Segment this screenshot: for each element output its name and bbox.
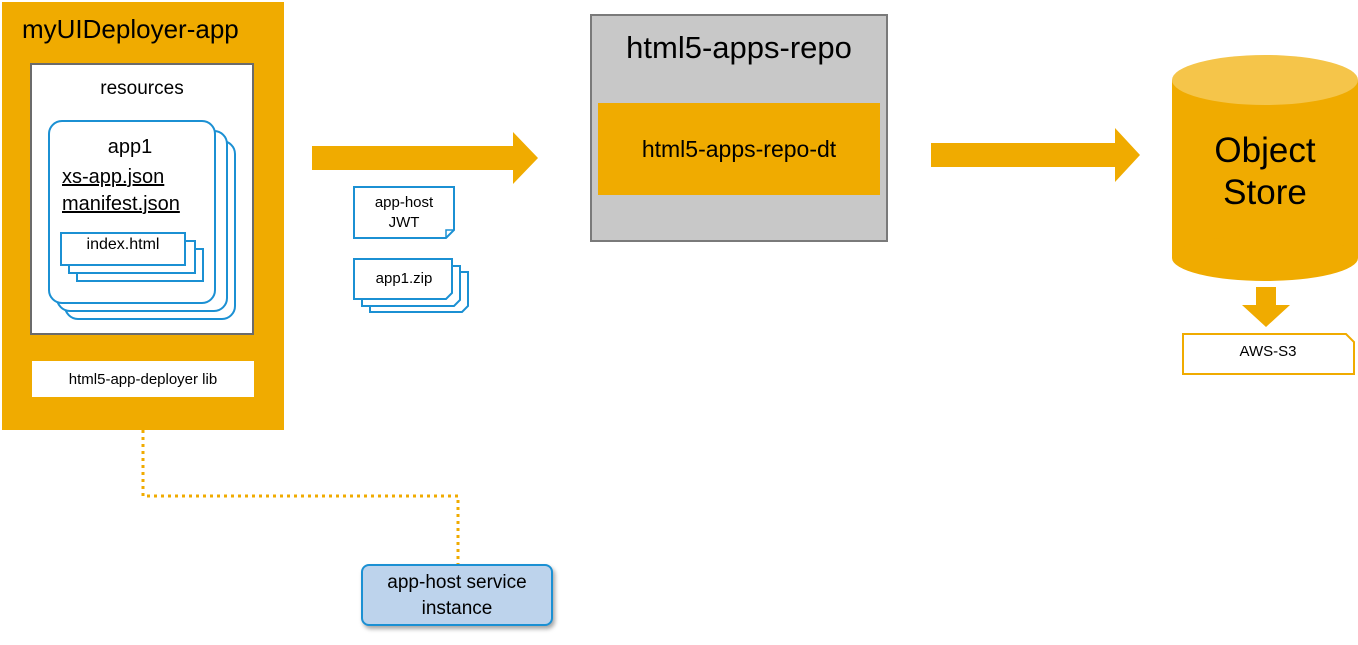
repo-dt-box — [598, 103, 880, 195]
deployer-lib-box — [32, 361, 254, 397]
object-store-line-1: Object — [1214, 131, 1316, 170]
arrow-to-repo-icon — [312, 132, 538, 184]
arrow-down-icon — [1242, 287, 1290, 327]
file-manifest-json[interactable]: manifest.json — [62, 193, 180, 215]
file-xs-app-json[interactable]: xs-app.json — [62, 166, 165, 188]
app-host-service-instance[interactable] — [361, 564, 553, 626]
jwt-doc-label: app-host JWT — [354, 193, 454, 233]
repo-title: html5-apps-repo — [626, 30, 852, 65]
jwt-doc-line-1: app-host — [374, 194, 434, 211]
aws-doc-icon — [1182, 333, 1355, 375]
index-file-label: index.html — [86, 236, 160, 253]
zip-doc-stack-icon — [353, 258, 469, 313]
object-store-line-2: Store — [1223, 173, 1307, 212]
app-label: app1 — [107, 136, 153, 158]
zip-doc-label: app1.zip — [375, 270, 433, 287]
resources-label: resources — [100, 78, 184, 99]
deployer-title: myUIDeployer-app — [22, 14, 239, 44]
jwt-doc-line-2: JWT — [388, 214, 420, 231]
jwt-doc-icon — [353, 186, 455, 239]
index-card — [60, 232, 186, 266]
aws-s3-label: AWS-S3 — [1239, 343, 1297, 360]
object-store-label: Object Store — [1172, 130, 1358, 214]
service-line-1: app-host service — [387, 572, 527, 593]
service-instance-label: app-host service instance — [361, 570, 553, 622]
service-line-2: instance — [421, 598, 493, 619]
deployer-lib-label: html5-app-deployer lib — [68, 371, 218, 388]
repo-dt-label: html5-apps-repo-dt — [641, 136, 837, 162]
dotted-connector — [141, 430, 460, 564]
cylinder-icon — [1172, 55, 1358, 281]
arrow-to-object-store-icon — [931, 128, 1140, 182]
